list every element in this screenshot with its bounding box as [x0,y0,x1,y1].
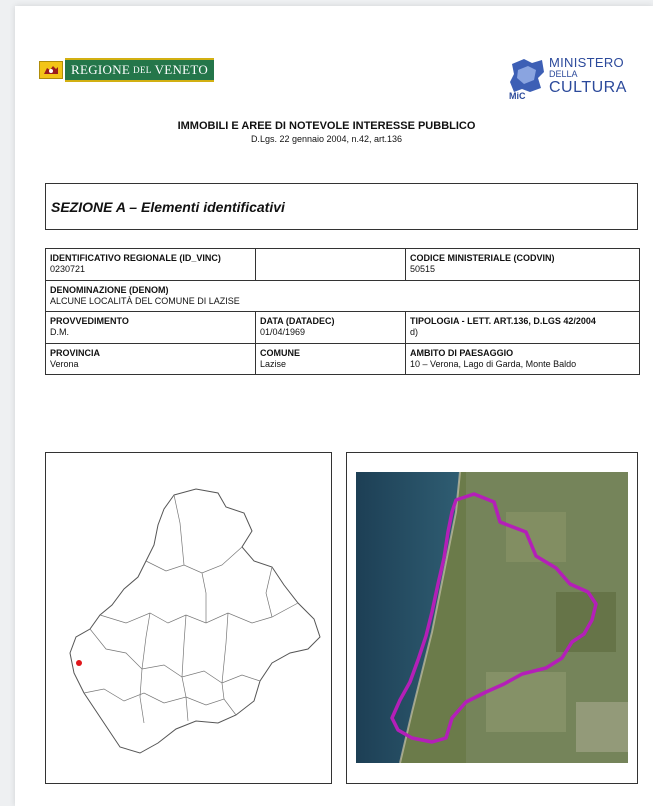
table-row: DENOMINAZIONE (DENOM) ALCUNE LOCALITÀ DE… [45,279,640,312]
field-label: PROVINCIA [50,347,101,358]
satellite-image [356,472,628,763]
identification-table: IDENTIFICATIVO REGIONALE (ID_VINC) 02307… [45,248,640,375]
satellite-perimeter-map [346,452,638,784]
cell-empty [255,248,406,281]
document-subtitle: D.Lgs. 22 gennaio 2004, n.42, art.136 [250,134,403,144]
regione-veneto-logo: REGIONE DEL VENETO [39,58,215,82]
field-label: IDENTIFICATIVO REGIONALE (ID_VINC) [50,253,221,263]
logo-word-del: DEL [133,65,152,75]
field-value: 0230721 [50,264,86,275]
field-value: 10 – Verona, Lago di Garda, Monte Baldo [410,358,577,369]
mic-wordmark: MINISTERO DELLA CULTURA [549,56,627,96]
mic-line-cultura: CULTURA [549,79,627,96]
regione-veneto-wordmark: REGIONE DEL VENETO [65,58,215,82]
field-label: TIPOLOGIA - LETT. ART.136, D.LGS 42/2004 [410,316,596,326]
svg-text:MiC: MiC [509,91,526,100]
cell-comune: COMUNE Lazise [255,342,406,375]
cell-provincia: PROVINCIA Verona [45,342,256,375]
mic-line-della: DELLA [549,69,578,79]
document-title: IMMOBILI E AREE DI NOTEVOLE INTERESSE PU… [177,120,476,132]
veneto-lion-icon [39,61,63,79]
cell-datadec: DATA (DATADEC) 01/04/1969 [255,311,406,344]
field-label: PROVVEDIMENTO [50,316,129,326]
section-title: SEZIONE A – Elementi identificativi [45,183,638,230]
field-value: Verona [50,358,79,369]
field-value: Lazise [260,358,287,369]
logo-word-regione: REGIONE [71,62,131,77]
cell-codvin: CODICE MINISTERIALE (CODVIN) 50515 [405,248,640,281]
field-value: 01/04/1969 [260,327,306,338]
table-row: IDENTIFICATIVO REGIONALE (ID_VINC) 02307… [45,248,640,281]
ministero-cultura-logo: MiC MINISTERO DELLA CULTURA [508,56,627,101]
table-row: PROVINCIA Verona COMUNE Lazise AMBITO DI… [45,342,640,375]
veneto-locator-map [45,452,332,784]
logo-word-veneto: VENETO [154,62,209,77]
cell-id-vinc: IDENTIFICATIVO REGIONALE (ID_VINC) 02307… [45,248,256,281]
mic-mark-icon: MiC [508,56,546,101]
mic-line-ministero: MINISTERO [549,55,624,70]
field-value: 50515 [410,264,436,275]
field-label: DATA (DATADEC) [260,316,335,326]
protected-area-perimeter [390,492,598,744]
cell-tipologia: TIPOLOGIA - LETT. ART.136, D.LGS 42/2004… [405,311,640,344]
field-value: d) [410,327,419,338]
field-label: DENOMINAZIONE (DENOM) [50,284,169,295]
veneto-region-outline [69,488,321,754]
field-value: ALCUNE LOCALITÀ DEL COMUNE DI LAZISE [50,295,240,306]
field-label: CODICE MINISTERIALE (CODVIN) [410,253,555,263]
cell-denom: DENOMINAZIONE (DENOM) ALCUNE LOCALITÀ DE… [45,279,640,312]
lazise-location-marker [76,660,82,666]
field-label: COMUNE [260,347,300,358]
cell-provvedimento: PROVVEDIMENTO D.M. [45,311,256,344]
table-row: PROVVEDIMENTO D.M. DATA (DATADEC) 01/04/… [45,311,640,344]
cell-ambito: AMBITO DI PAESAGGIO 10 – Verona, Lago di… [405,342,640,375]
field-value: D.M. [50,327,69,338]
field-label: AMBITO DI PAESAGGIO [410,347,514,358]
